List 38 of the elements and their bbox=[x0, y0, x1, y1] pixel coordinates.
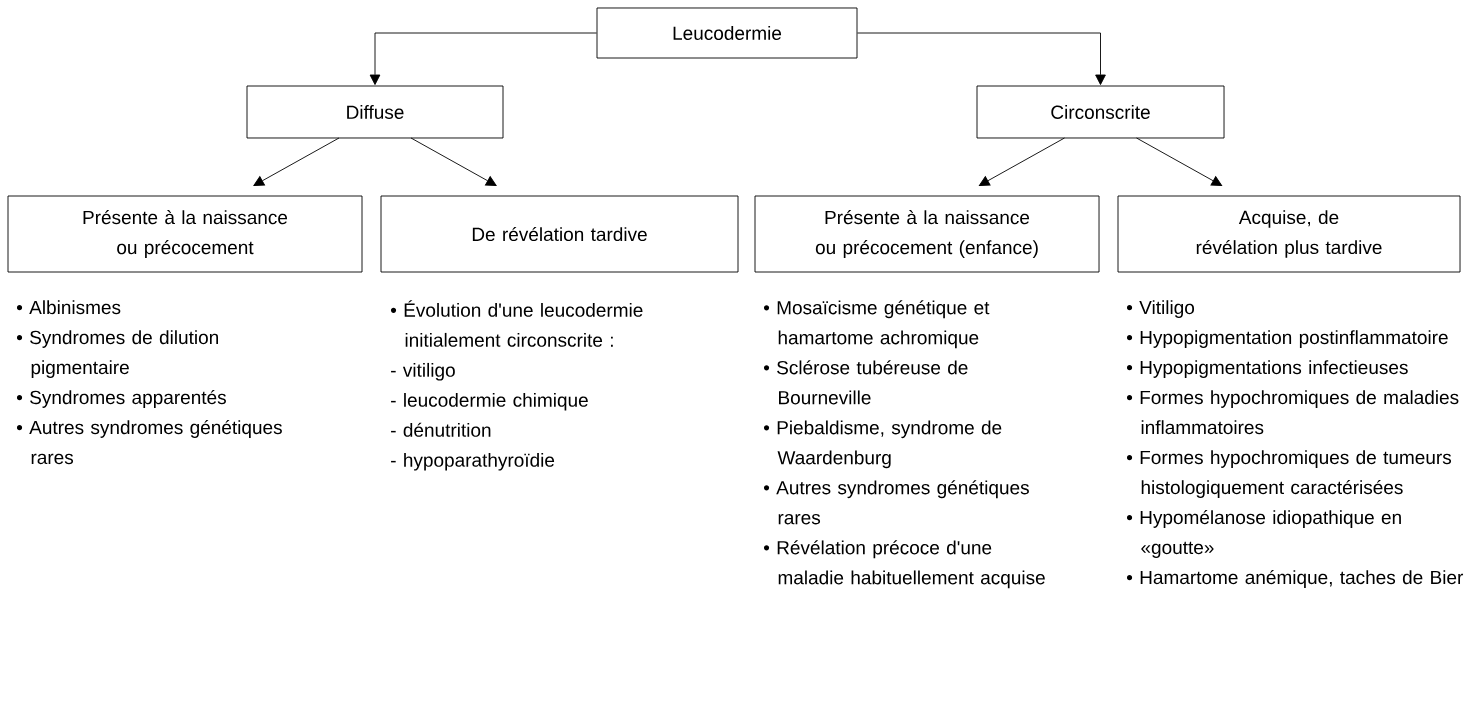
arrow bbox=[857, 32, 1106, 85]
node-label: • Sclérose tubéreuse de Bourneville bbox=[763, 360, 968, 405]
bullet-list: • Vitiligo • Hypopigmentation postinflammatoire • Hypopigmentations infectieuses • Formes hypochromiques de maladies inflammatoires • Formes hypochromiques de tumeurs histologiquement caractérisées • Hypomélanose idiopathique en «goutte» • Hamartome anémique, taches de Bier bbox=[1126, 300, 1464, 588]
node-label: • Hypomélanose idiopathique en «goutte» bbox=[1126, 509, 1401, 558]
node-label: • Évolution d'une leucodermie initialement circonscrite : bbox=[390, 300, 643, 347]
node-label: • Albinismes bbox=[16, 300, 121, 315]
bullet-list: • Évolution d'une leucodermie initialement circonscrite : - vitiligo - leucodermie chimique - dénutrition - hypoparathyroïdie bbox=[390, 300, 643, 471]
node-label: • Formes hypochromiques de maladies inflammatoires bbox=[1126, 390, 1459, 435]
node-label: - leucodermie chimique bbox=[391, 392, 588, 411]
node-label: • Autres syndromes génétiques rares bbox=[763, 480, 1029, 525]
arrow bbox=[253, 137, 340, 186]
arrow bbox=[978, 137, 1065, 186]
node-label: • Révélation précoce d'une maladie habituellement acquise bbox=[763, 540, 1045, 589]
node-label: • Hamartome anémique, taches de Bier bbox=[1126, 569, 1464, 588]
bullet-list: • Albinismes • Syndromes de dilution pigmentaire • Syndromes apparentés • Autres syndromes génétiques rares bbox=[16, 300, 282, 465]
category-box: Présente à la naissance ou précocement bbox=[7, 195, 363, 273]
node-label: - dénutrition bbox=[391, 422, 491, 437]
node-label: • Syndromes de dilution pigmentaire bbox=[16, 330, 218, 378]
arrow bbox=[1136, 137, 1223, 186]
category-box: Leucodermie bbox=[596, 7, 858, 59]
node-label: • Syndromes apparentés bbox=[16, 389, 226, 408]
category-box: De révélation tardive bbox=[380, 195, 739, 273]
node-label: - vitiligo bbox=[391, 362, 455, 381]
node-label: • Hypopigmentation postinflammatoire bbox=[1126, 330, 1448, 348]
node-label: • Hypopigmentations infectieuses bbox=[1126, 360, 1408, 378]
category-box: Diffuse bbox=[246, 85, 504, 139]
category-box: Présente à la naissance ou précocement (enfance) bbox=[754, 195, 1100, 273]
arrow bbox=[369, 32, 597, 85]
arrow bbox=[410, 137, 497, 186]
category-box: Acquise, de révélation plus tardive bbox=[1117, 195, 1461, 273]
category-box: Circonscrite bbox=[976, 85, 1225, 139]
node-label: • Formes hypochromiques de tumeurs histologiquement caractérisées bbox=[1126, 450, 1452, 498]
node-label: • Piebaldisme, syndrome de Waardenburg bbox=[763, 420, 1002, 469]
node-label: • Autres syndromes génétiques rares bbox=[16, 419, 282, 465]
node-label: • Vitiligo bbox=[1126, 300, 1195, 318]
bullet-list: • Mosaïcisme génétique et hamartome achromique • Sclérose tubéreuse de Bourneville • Piebaldisme, syndrome de Waardenburg • Autres syndromes génétiques rares • Révélation précoce d'une maladie habituellement acquise bbox=[763, 300, 1045, 589]
node-label: - hypoparathyroïdie bbox=[391, 452, 555, 471]
node-label: • Mosaïcisme génétique et hamartome achromique bbox=[763, 300, 990, 349]
